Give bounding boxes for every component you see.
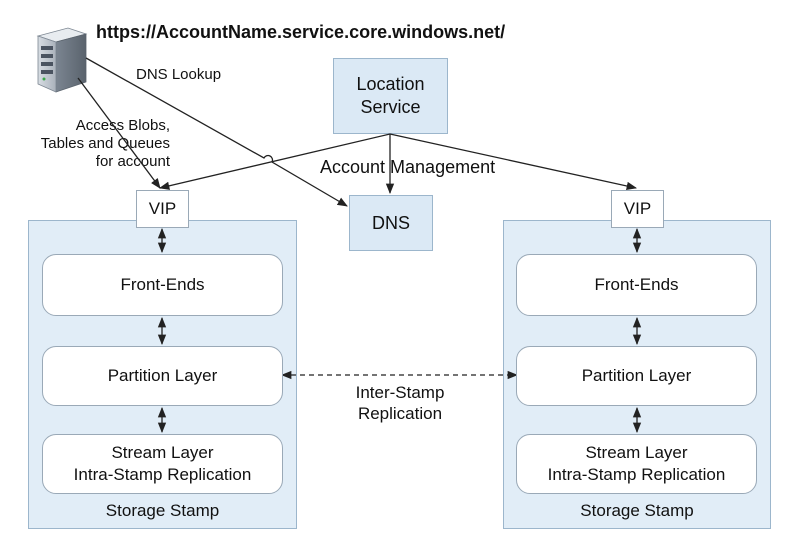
- server-icon: [30, 24, 92, 96]
- location-service-label: Service: [360, 97, 421, 117]
- inter-stamp-label: Inter-Stamp Replication: [330, 382, 470, 424]
- partition-layer-label: Partition Layer: [581, 366, 692, 385]
- dns-box-label: DNS: [371, 212, 410, 233]
- dns-lookup-arrow: [85, 57, 348, 207]
- stream-layer-label: Intra-Stamp Replication: [73, 465, 252, 484]
- vip-box: VIP: [136, 190, 189, 228]
- inter-stamp-label-line: Replication: [357, 404, 443, 423]
- location-service-box: Location Service: [333, 58, 448, 134]
- storage-stamp-caption: Storage Stamp: [105, 501, 220, 520]
- storage-stamp-caption: Storage Stamp: [580, 501, 694, 520]
- partition-layer-label: Partition Layer: [107, 366, 218, 385]
- stream-layer: Stream Layer Intra-Stamp Replication: [516, 434, 757, 494]
- access-label: Access Blobs, Tables and Queues for acco…: [20, 117, 170, 171]
- location-service-label: Location: [356, 74, 425, 94]
- access-label-line: Tables and Queues: [40, 135, 170, 152]
- vip-label: VIP: [148, 199, 177, 218]
- account-management-label: Account Management: [320, 157, 496, 177]
- stream-layer-label: Stream Layer: [111, 443, 214, 462]
- access-arrow: [77, 77, 161, 189]
- vip-box: VIP: [611, 190, 664, 228]
- stream-layer-label: Intra-Stamp Replication: [547, 465, 726, 484]
- front-ends-layer: Front-Ends: [42, 254, 283, 316]
- dns-lookup-label: DNS Lookup: [136, 66, 222, 83]
- front-ends-label: Front-Ends: [594, 275, 679, 294]
- front-ends-label: Front-Ends: [120, 275, 205, 294]
- dns-box: DNS: [349, 195, 433, 251]
- account-mgmt-arrow-right: [389, 133, 638, 191]
- access-label-line: Access Blobs,: [75, 117, 170, 134]
- partition-layer: Partition Layer: [516, 346, 757, 406]
- partition-layer: Partition Layer: [42, 346, 283, 406]
- account-url: https://AccountName.service.core.windows…: [96, 22, 506, 42]
- stream-layer: Stream Layer Intra-Stamp Replication: [42, 434, 283, 494]
- inter-stamp-label-line: Inter-Stamp: [355, 383, 445, 402]
- stream-layer-label: Stream Layer: [585, 443, 688, 462]
- account-mgmt-arrow-left: [158, 133, 391, 190]
- front-ends-layer: Front-Ends: [516, 254, 757, 316]
- vip-label: VIP: [623, 199, 652, 218]
- access-label-line: for account: [95, 153, 170, 170]
